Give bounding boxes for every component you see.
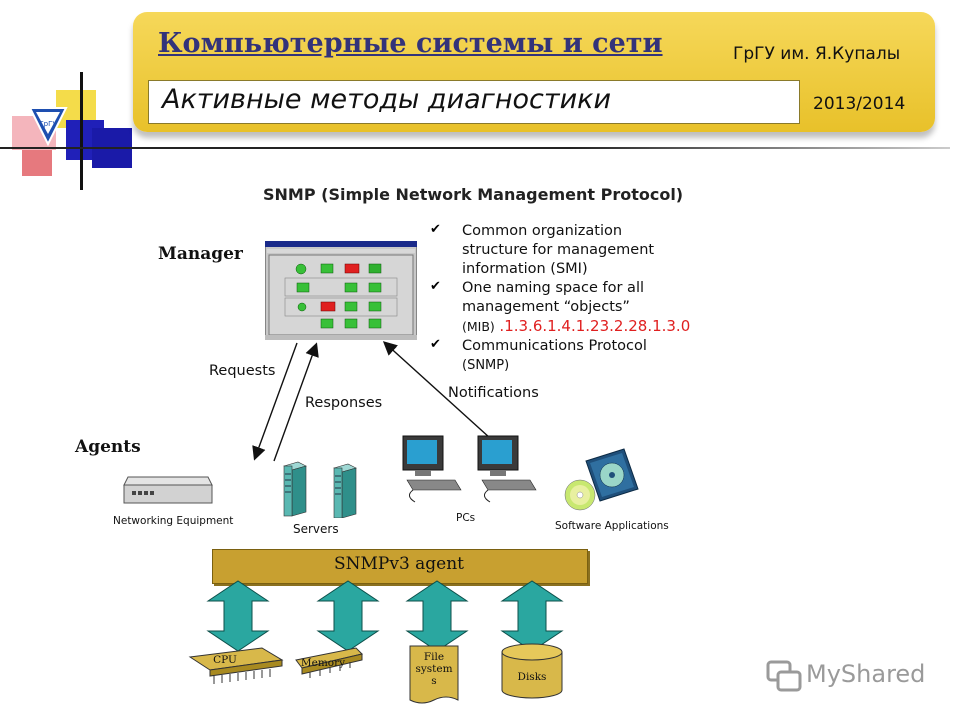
snmpv3-agent-label: SNMPv3 agent [333,554,465,574]
filesystems-label-line: system [415,663,453,675]
snmpv3-agent-bar [212,549,588,584]
cpu-label: CPU [213,654,237,666]
bullet-item: ✔ One naming space for all management “o… [430,279,690,337]
bullet-list: ✔ Common organization structure for mana… [430,222,690,375]
bullet-item: ✔ Communications Protocol (SNMP) [430,337,690,375]
agents-label: Agents [75,437,141,457]
servers-label: Servers [293,522,339,536]
software-applications-icon [564,448,639,511]
networking-equipment-label: Networking Equipment [113,515,234,527]
university-logo: ГрГУ [28,107,68,147]
responses-arrow [273,342,319,462]
bullet-text: information (SMI) [462,261,588,277]
filesystems-label: File system s [410,651,458,687]
mib-label: (MIB) [462,319,495,334]
disks-cylinder [501,643,563,699]
pcs-icon [402,435,537,503]
manager-label: Manager [158,244,243,264]
bullet-text: Common organization [462,223,623,239]
bullet-text: management “objects” [462,299,630,315]
pcs-label: PCs [456,512,476,524]
check-icon: ✔ [430,279,441,294]
topic-box [148,80,800,124]
check-icon: ✔ [430,337,441,352]
filesystems-label-line: s [431,675,437,687]
manager-console-screenshot [265,241,417,340]
filesystems-arrow [406,580,468,652]
software-applications-label: Software Applications [555,520,669,532]
servers-icon [283,461,357,518]
university-name: ГрГУ им. Я.Купалы [733,44,901,64]
memory-label: Memory [300,657,346,669]
requests-arrow [252,342,298,461]
bullet-text-mib: (MIB) .1.3.6.1.4.1.23.2.28.1.3.0 [462,317,690,337]
academic-year: 2013/2014 [813,94,906,114]
cpu-arrow [207,580,269,652]
topic-title: Активные методы диагностики [162,84,612,115]
notifications-label: Notifications [448,385,539,401]
filesystems-document [409,645,459,704]
responses-label: Responses [305,395,383,411]
requests-label: Requests [209,363,276,379]
course-title: Компьютерные системы и сети [158,28,663,59]
networking-equipment-icon [123,476,213,504]
bullet-text: structure for management [462,242,655,258]
disks-label: Disks [517,671,547,683]
disks-arrow [501,580,563,652]
header-divider [0,147,950,149]
notifications-arrow [382,341,491,439]
bullet-text: (SNMP) [462,358,510,373]
bullet-item: ✔ Common organization structure for mana… [430,222,690,279]
logo-decor-line [80,72,83,190]
watermark-text: MyShared [806,660,926,688]
bullet-text: Communications Protocol [462,338,647,354]
watermark-logo-icon [766,660,802,692]
check-icon: ✔ [430,222,441,237]
filesystems-label-line: File [423,651,445,663]
bullet-text: One naming space for all [462,280,645,296]
diagram-title: SNMP (Simple Network Management Protocol… [263,185,684,204]
memory-arrow [317,580,379,652]
logo-decor-square [22,150,52,176]
cpu-chip [188,647,284,684]
memory-module [295,647,363,678]
logo-text: ГрГУ [39,120,57,128]
mib-oid: .1.3.6.1.4.1.23.2.28.1.3.0 [499,317,691,335]
